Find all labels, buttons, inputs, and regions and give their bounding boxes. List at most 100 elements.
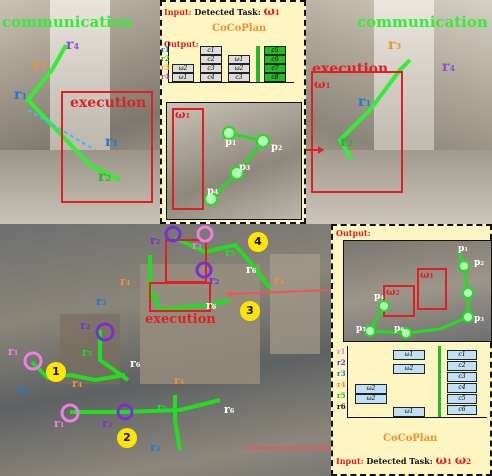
cell-c3-r3: c3	[228, 73, 250, 82]
bottom-r1-a: r1	[192, 239, 203, 252]
task-omega1-right: ω1	[314, 77, 331, 91]
bottom-r2-c: r2	[80, 319, 91, 332]
bottom-r4-d: r4	[174, 374, 185, 387]
bgrid-r6: r6	[337, 402, 346, 411]
grid-label-r4: r4	[161, 72, 170, 81]
grid-label-r3: r3	[161, 63, 170, 72]
marker-4: 4	[248, 232, 268, 252]
panel-bottom-input: Input: Detected Task: ω1 ω2	[336, 453, 472, 467]
execution-box-top-right	[311, 71, 403, 193]
robot-r4-top-left: r4	[66, 37, 80, 53]
marker-2: 2	[117, 428, 137, 448]
bottom-r3-b: r3	[18, 383, 29, 396]
cell-c2-r3: ω2	[228, 64, 250, 73]
bcell-omega1-a: ω1	[393, 350, 425, 360]
robot-r1-top-right: r1	[358, 94, 372, 110]
path-top-left	[25, 44, 121, 182]
panel-top-plan: Input: Detected Task: ω1 CoCoPlan Output…	[160, 0, 306, 224]
bottom-r5-b: r5	[150, 289, 161, 302]
grid-label-r2: r2	[161, 54, 170, 63]
bottom-r4-b: r4	[120, 275, 131, 288]
bgrid-r1: r1	[337, 347, 346, 356]
path-bottom-2	[70, 398, 221, 414]
label-execution-right: execution	[312, 61, 389, 77]
cell-c1-r3: ω1	[228, 55, 250, 64]
bottom-r6-a: r6	[246, 263, 257, 276]
panel-top-input: Input: Detected Task: ω1	[164, 4, 280, 18]
path-bottom-6	[173, 395, 182, 451]
bottom-r3-c: r3	[150, 441, 161, 454]
bottom-r3-a: r3	[96, 295, 107, 308]
robot-r1b-top-left: r1	[105, 134, 119, 150]
path-bottom-4	[174, 236, 272, 290]
bgrid-r2: r2	[337, 358, 346, 367]
cell-c3-r1: c3	[200, 64, 222, 73]
bcell-omega1-b: ω1	[393, 407, 425, 417]
cell-c8-r4: c8	[264, 73, 286, 82]
path-bottom-1	[30, 360, 126, 383]
label-communication-left: communication	[2, 13, 133, 31]
grid-label-r1: r1	[161, 45, 170, 54]
panel-bottom-output: Output:	[336, 228, 371, 238]
bottom-r4-a: r4	[274, 274, 285, 287]
bottom-r1-b: r1	[8, 345, 19, 358]
bcell-omega2-b: ω2	[355, 384, 387, 394]
panel-top-output: Output:	[164, 39, 199, 49]
panel-bottom-plan: Output: ω1 ω2 p1 p2 p3 p4 p5 p6	[331, 224, 492, 476]
bottom-r5-a: r5	[225, 246, 236, 259]
bottom-r6-d: r6	[224, 403, 235, 416]
panel-top-cocoplan: CoCoPlan	[212, 23, 267, 34]
label-execution-left: execution	[70, 95, 147, 111]
robot-r1-top-left: r1	[14, 87, 28, 103]
bottom-r5-d: r5	[157, 401, 168, 414]
robot-r3-top-left: r3	[33, 57, 47, 73]
execution-box-top-left	[61, 91, 153, 203]
bottom-r2-b: r2	[209, 274, 220, 287]
panel-bottom-cocoplan: CoCoPlan	[383, 433, 438, 444]
execution-box-bottom-2	[149, 282, 211, 312]
marker-3: 3	[240, 301, 260, 321]
robot-r2-top-right: r2	[340, 134, 354, 150]
bcell-omega2-c: ω2	[355, 394, 387, 404]
cell-c1-r1: c1	[200, 46, 222, 55]
bottom-r5-c: r5	[82, 346, 93, 359]
bcell-c5: c5	[447, 394, 477, 404]
cell-omega2-r2: ω2	[172, 64, 194, 73]
bgrid-r5: r5	[337, 391, 346, 400]
bcell-c6: c6	[447, 405, 477, 415]
cell-c7-r4: c7	[264, 64, 286, 73]
bgrid-r4: r4	[337, 380, 346, 389]
bcell-c4: c4	[447, 383, 477, 393]
cell-c5-r4: c5	[264, 46, 286, 55]
label-execution-bottom: execution	[145, 312, 216, 327]
cell-c4-r1: c4	[200, 73, 222, 82]
robot-r2-top-left: r2	[98, 169, 112, 185]
bcell-c2: c2	[447, 361, 477, 371]
bcell-omega2-a: ω2	[393, 364, 425, 374]
bottom-r6-c: r6	[130, 357, 141, 370]
photo-corridor-right	[304, 0, 492, 224]
bottom-r4-c: r4	[72, 377, 83, 390]
robot-r3-top-right: r3	[388, 37, 402, 53]
label-communication-right: communication	[357, 13, 488, 31]
panel-top-map: ω1 p1 p2 p3 p4	[166, 102, 302, 220]
bgrid-r3: r3	[337, 369, 346, 378]
path-top-right	[337, 58, 412, 162]
comm-link-top-left	[27, 109, 96, 151]
cell-c2-r1: c2	[200, 55, 222, 64]
bottom-r2-a: r2	[150, 234, 161, 247]
bottom-r6-b: r6	[206, 299, 217, 312]
bottom-r1-c: r1	[54, 417, 65, 430]
bcell-c3: c3	[447, 372, 477, 382]
bottom-r2-d: r2	[102, 417, 113, 430]
path-bottom-5	[98, 330, 130, 382]
cell-omega1-r2: ω1	[172, 73, 194, 82]
panel-bottom-map: ω1 ω2 p1 p2 p3 p4 p5 p6	[343, 240, 492, 342]
bcell-c1: c1	[447, 350, 477, 360]
marker-1: 1	[46, 362, 66, 382]
robot-r4-top-right: r4	[442, 59, 456, 75]
photo-corridor-left	[0, 0, 165, 224]
cell-c6-r4: c6	[264, 55, 286, 64]
